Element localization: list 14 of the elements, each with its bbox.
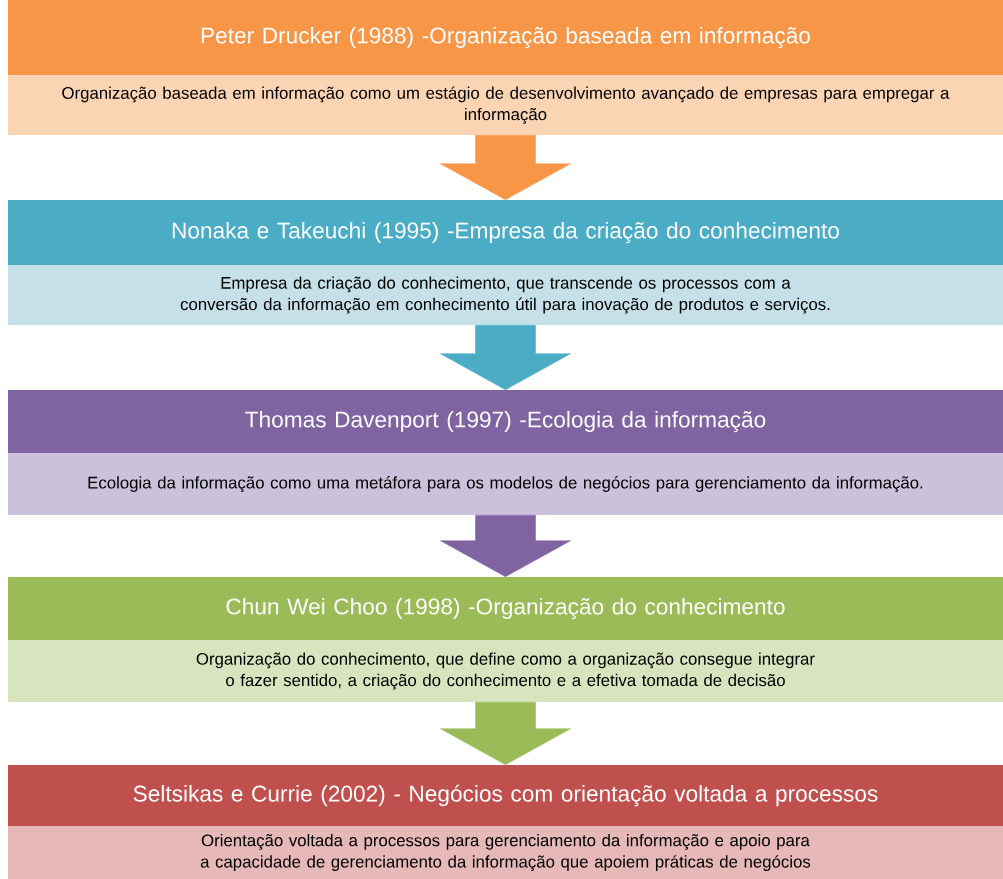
section-box: Peter Drucker (1988) -Organização baseada em informação Organização baseada em informação como um estágio de desenvolvimento avançado de empresas para empregar a informação (8, 0, 1003, 135)
block-arrow (440, 325, 571, 390)
block-arrow (440, 515, 571, 577)
node-label: Organização do conhecimento, que define como a organização consegue integrar o fazer sentido, a criação do conhecimento e a efetiva tomada de decisão (196, 652, 815, 690)
block-arrow (440, 702, 571, 765)
node-label: Organização baseada em informação como um estágio de desenvolvimento avançado de empresas para empregar a informação (62, 86, 950, 124)
block-arrow (440, 135, 571, 200)
section-box: Seltsikas e Currie (2002) - Negócios com orientação voltada a processos Orientação voltada a processos para gerenciamento da informação e apoio para a capacidade de gerenciamento da informação que apoiem práticas de negócios (8, 765, 1003, 879)
node-label: Empresa da criação do conhecimento, que transcende os processos com a conversão da informação em conhecimento útil para inovação de produtos e serviços. (180, 276, 830, 314)
node-label: Ecologia da informação como uma metáfora para os modelos de negócios para gerenciamento da informação. (88, 476, 923, 492)
section-box: Chun Wei Choo (1998) -Organização do conhecimento Organização do conhecimento, que define como a organização consegue integrar o fazer sentido, a criação do conhecimento e a efetiva tomada de decisão (8, 577, 1003, 702)
section-box: Thomas Davenport (1997) -Ecologia da informação Ecologia da informação como uma metáfora para os modelos de negócios para gerenciamento da informação. (8, 390, 1003, 515)
node-label: Orientação voltada a processos para gerenciamento da informação e apoio para a capacidade de gerenciamento da informação que apoiem práticas de negócios (200, 833, 811, 872)
section-box: Nonaka e Takeuchi (1995) -Empresa da criação do conhecimento Empresa da criação do conhecimento, que transcende os processos com a conversão da informação em conhecimento útil para inovação de produtos e serviços. (8, 200, 1003, 325)
